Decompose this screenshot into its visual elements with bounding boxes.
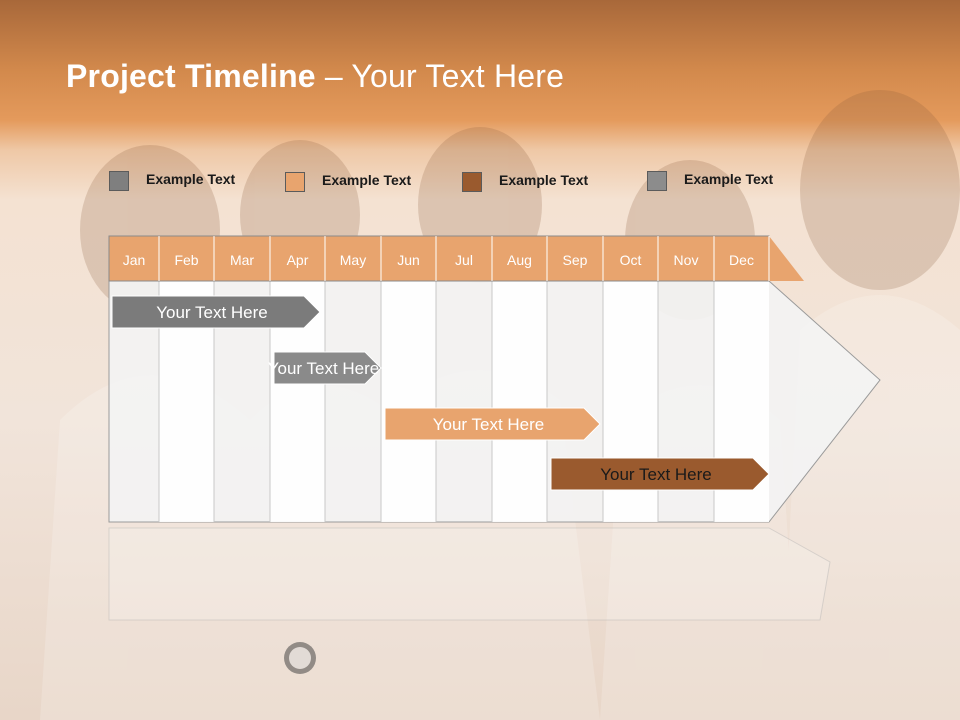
month-label-may: May (340, 252, 366, 268)
legend-swatch-3 (462, 172, 482, 192)
timeline-bar-label-4: Your Text Here (600, 465, 712, 484)
month-label-sep: Sep (563, 252, 588, 268)
month-label-apr: Apr (287, 252, 309, 268)
month-label-jan: Jan (123, 252, 146, 268)
month-label-feb: Feb (174, 252, 198, 268)
legend-item-4: Example Text (647, 171, 787, 191)
legend-label-3: Example Text (499, 172, 589, 188)
timeline-column-aug (492, 281, 547, 522)
timeline-bar-4 (550, 457, 770, 491)
timeline-bar-label-1: Your Text Here (156, 303, 268, 322)
timeline-reflection (108, 527, 831, 621)
timeline-header (109, 236, 804, 281)
legend-swatch-4 (647, 171, 667, 191)
month-label-nov: Nov (674, 252, 699, 268)
legend-swatch-1 (109, 171, 129, 191)
timeline-column-jun (381, 281, 436, 522)
legend-item-1: Example Text (109, 171, 249, 191)
timeline-bar-label-2: Your Text Here (268, 359, 380, 378)
timeline-bar-2 (273, 351, 382, 385)
title-bold: Project Timeline (66, 58, 316, 94)
month-label-jun: Jun (397, 252, 420, 268)
legend-label-4: Example Text (684, 171, 774, 187)
legend-label-2: Example Text (322, 172, 412, 188)
month-label-oct: Oct (620, 252, 642, 268)
legend-label-1: Example Text (146, 171, 236, 187)
month-label-mar: Mar (230, 252, 254, 268)
legend-swatch-2 (285, 172, 305, 192)
month-label-aug: Aug (507, 252, 532, 268)
timeline-bar-3 (384, 407, 601, 441)
legend-item-3: Example Text (462, 172, 602, 192)
title-rest: – Your Text Here (315, 58, 565, 94)
month-label-dec: Dec (729, 252, 754, 268)
timeline-bar-label-3: Your Text Here (433, 415, 545, 434)
page-title: Project Timeline – Your Text Here (66, 58, 564, 95)
legend-item-2: Example Text (285, 172, 425, 192)
timeline-bar-1 (111, 295, 321, 329)
month-label-jul: Jul (455, 252, 473, 268)
